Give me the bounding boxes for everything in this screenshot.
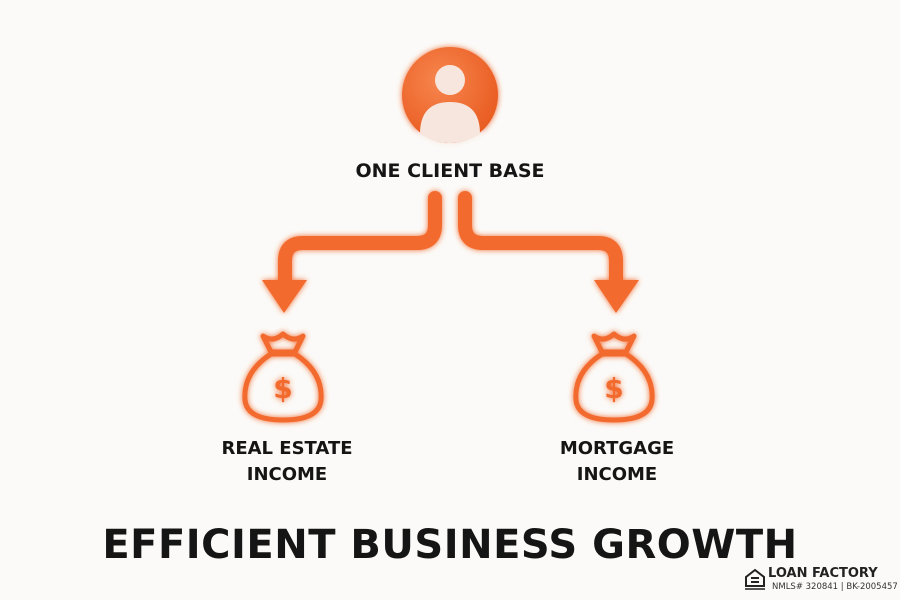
label-line: INCOME — [246, 464, 328, 485]
money-bag-icon: $ — [242, 331, 324, 423]
user-avatar-icon — [402, 47, 498, 143]
mortgage-income-label: MORTGAGE INCOME — [507, 436, 727, 488]
equal-housing-lender-icon — [745, 568, 765, 590]
money-bag-icon: $ — [573, 331, 655, 423]
label-line: REAL ESTATE — [221, 438, 353, 459]
source-label: ONE CLIENT BASE — [355, 160, 545, 182]
real-estate-income-label: REAL ESTATE INCOME — [177, 436, 397, 488]
label-line: MORTGAGE — [559, 438, 675, 459]
brand-name: LOAN FACTORY — [768, 566, 878, 581]
svg-text:$: $ — [604, 372, 623, 405]
arrow-right — [458, 191, 623, 289]
registration-numbers: NMLS# 320841 | BK-2005457 — [772, 582, 898, 592]
diagram-title: EFFICIENT BUSINESS GROWTH — [102, 522, 798, 568]
arrowhead-right — [594, 280, 639, 313]
label-line: INCOME — [576, 464, 658, 485]
svg-text:$: $ — [273, 372, 292, 405]
arrowhead-left — [262, 280, 307, 313]
arrow-left — [278, 191, 442, 289]
company-logo: LOAN FACTORY NMLS# 320841 | BK-2005457 — [744, 566, 898, 596]
